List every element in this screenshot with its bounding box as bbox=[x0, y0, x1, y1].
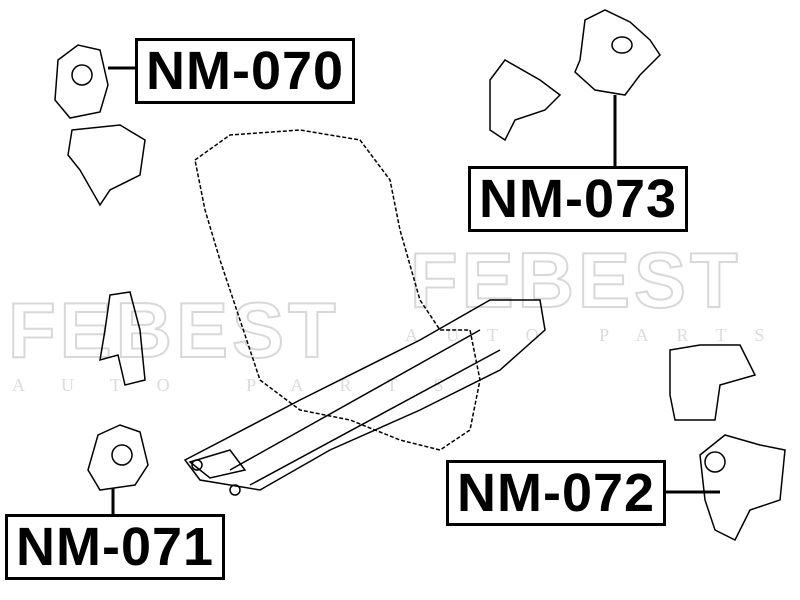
part-label-nm-072: NM-072 bbox=[446, 460, 667, 526]
part-nm-072 bbox=[699, 434, 786, 542]
watermark-brand-right: FEBEST bbox=[409, 236, 742, 324]
part-label-nm-071: NM-071 bbox=[5, 514, 226, 580]
part-nm-071 bbox=[87, 424, 149, 491]
part-nm-070 bbox=[54, 44, 146, 207]
subframe bbox=[183, 299, 546, 491]
subframe-detail bbox=[229, 329, 501, 486]
subframe-hole bbox=[229, 484, 241, 496]
watermark-tagline-left: AUTO PARTS bbox=[12, 375, 480, 395]
part-nm-073 bbox=[489, 9, 661, 142]
part-label-nm-070: NM-070 bbox=[135, 38, 356, 104]
watermark-brand-left: FEBEST bbox=[7, 286, 340, 374]
engine-outline bbox=[194, 129, 481, 451]
subframe-hole bbox=[191, 459, 203, 471]
part-label-nm-073: NM-073 bbox=[468, 166, 689, 232]
watermark-tagline-right: AUTO PARTS bbox=[405, 325, 793, 345]
bracket-left bbox=[99, 291, 146, 386]
bracket-right bbox=[669, 344, 757, 421]
